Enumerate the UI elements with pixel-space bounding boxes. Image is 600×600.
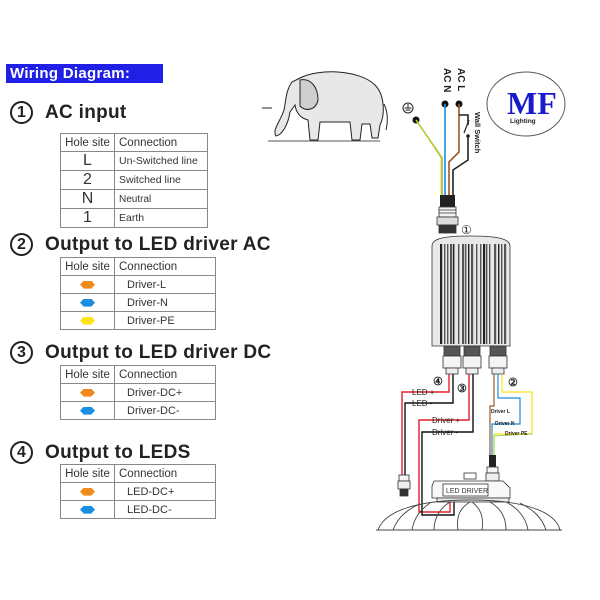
- heatsink-fin: [483, 244, 486, 344]
- yellow-hole-icon: [80, 316, 95, 325]
- table-row: N Neutral: [60, 189, 208, 209]
- driver-ac-wires: [489, 374, 533, 460]
- driver-minus-label: Driver -: [432, 428, 459, 437]
- table-row: 1 Earth: [60, 208, 208, 228]
- led-plus-label: LED +: [412, 388, 435, 397]
- section-1-heading: 1 AC input: [10, 101, 127, 124]
- earth-ground-icon: [402, 102, 414, 114]
- heatsink-fin: [489, 244, 491, 344]
- heatsink-fin: [486, 244, 488, 344]
- ac-input-table: Hole site Connection L Un-Switched line …: [60, 133, 208, 228]
- table-row: Driver-PE: [60, 311, 216, 330]
- port-2-label: ②: [508, 377, 518, 389]
- heatsink-fin: [444, 244, 446, 344]
- driver-dc-table: Hole site Connection Driver-DC+ Driver-D…: [60, 365, 216, 420]
- section-2-heading: 2 Output to LED driver AC: [10, 233, 271, 256]
- driver-n-label: Driver N: [495, 421, 515, 427]
- section-title: Output to LED driver DC: [45, 341, 272, 363]
- table-row: 2 Switched line: [60, 170, 208, 190]
- section-number-badge: 2: [10, 233, 33, 256]
- heatsink-fin: [480, 244, 482, 344]
- heatsink-fin: [447, 244, 449, 344]
- table-row: LED-DC+: [60, 482, 216, 501]
- ac-l-label: AC L: [455, 68, 466, 91]
- led-output-wires: [401, 374, 454, 475]
- section-number-badge: 1: [10, 101, 33, 124]
- connection-cell: LED-DC+: [114, 482, 216, 501]
- port-3-label: ③: [457, 383, 467, 395]
- heatsink-fin: [450, 244, 453, 344]
- section-4-heading: 4 Output to LEDS: [10, 441, 191, 464]
- leds-table: Hole site Connection LED-DC+ LED-DC-: [60, 464, 216, 519]
- led-driver-label: LED DRIVER: [446, 488, 488, 495]
- heatsink-fin: [468, 244, 470, 344]
- heatsink-fin: [458, 244, 460, 344]
- output-cable-glands: [442, 345, 508, 375]
- driver-pe-label: Driver PE: [505, 431, 528, 437]
- section-title: Output to LEDS: [45, 441, 191, 463]
- driver-dc-wires: [418, 374, 474, 516]
- section-title: Output to LED driver AC: [45, 233, 271, 255]
- section-title: AC input: [45, 101, 127, 123]
- table-header-row: Hole site Connection: [60, 257, 216, 276]
- driver-ac-table: Hole site Connection Driver-L Driver-N D…: [60, 257, 216, 330]
- table-row: LED-DC-: [60, 500, 216, 519]
- blue-hole-icon: [80, 505, 95, 514]
- blue-hole-icon: [80, 406, 95, 415]
- mf-lighting-logo: MF Lighting: [486, 71, 566, 137]
- header-hole-site: Hole site: [60, 464, 115, 483]
- orange-hole-icon: [80, 388, 95, 397]
- port-1-label: ①: [461, 223, 472, 237]
- wall-switch-label: Wall Switch: [473, 112, 482, 154]
- driver-l-label: Driver L: [491, 409, 510, 415]
- logo-main-text: MF: [507, 85, 557, 121]
- heatsink-fin: [476, 244, 478, 344]
- elephant-illustration: [262, 71, 388, 142]
- heatsink-fin: [494, 244, 497, 344]
- input-cable-gland: [436, 206, 459, 234]
- blue-hole-icon: [80, 298, 95, 307]
- orange-hole-icon: [80, 487, 95, 496]
- heatsink-fin: [440, 244, 443, 344]
- heatsink-fin: [471, 244, 474, 344]
- driver-plus-label: Driver +: [432, 416, 461, 425]
- logo-sub-text: Lighting: [510, 118, 536, 125]
- header-hole-site: Hole site: [60, 133, 115, 152]
- table-row: Driver-DC-: [60, 401, 216, 420]
- lamp-dome: [376, 499, 562, 531]
- connection-cell: LED-DC-: [114, 500, 216, 519]
- ac-n-label: AC N: [441, 68, 452, 92]
- ac-input-wires: [415, 104, 470, 202]
- wiring-diagram-title: Wiring Diagram:: [6, 64, 163, 83]
- header-connection: Connection: [114, 133, 208, 152]
- driver-ac-cable-sheath: [489, 455, 496, 467]
- led-connector: [397, 474, 411, 497]
- connection-cell: Earth: [114, 208, 208, 228]
- section-number-badge: 3: [10, 341, 33, 364]
- section-number-badge: 4: [10, 441, 33, 464]
- heatsink-fin: [504, 244, 507, 344]
- heatsink-fin: [465, 244, 467, 344]
- heatsink-fin: [501, 244, 503, 344]
- table-row: Driver-DC+: [60, 383, 216, 402]
- heatsink-fin: [462, 244, 465, 344]
- connection-cell: Driver-PE: [114, 311, 216, 330]
- table-header-row: Hole site Connection: [60, 464, 216, 483]
- junction-box-body: [431, 235, 511, 347]
- connection-cell: Driver-DC-: [114, 401, 216, 420]
- connection-cell: Switched line: [114, 170, 208, 190]
- port-4-label: ④: [433, 376, 443, 388]
- section-3-heading: 3 Output to LED driver DC: [10, 341, 271, 364]
- heatsink-fin: [453, 244, 455, 344]
- orange-hole-icon: [80, 280, 95, 289]
- header-connection: Connection: [114, 464, 216, 483]
- led-minus-label: LED -: [412, 399, 433, 408]
- table-header-row: Hole site Connection: [60, 133, 208, 152]
- input-cable-sheath: [440, 195, 455, 207]
- heatsink-fin: [498, 244, 500, 344]
